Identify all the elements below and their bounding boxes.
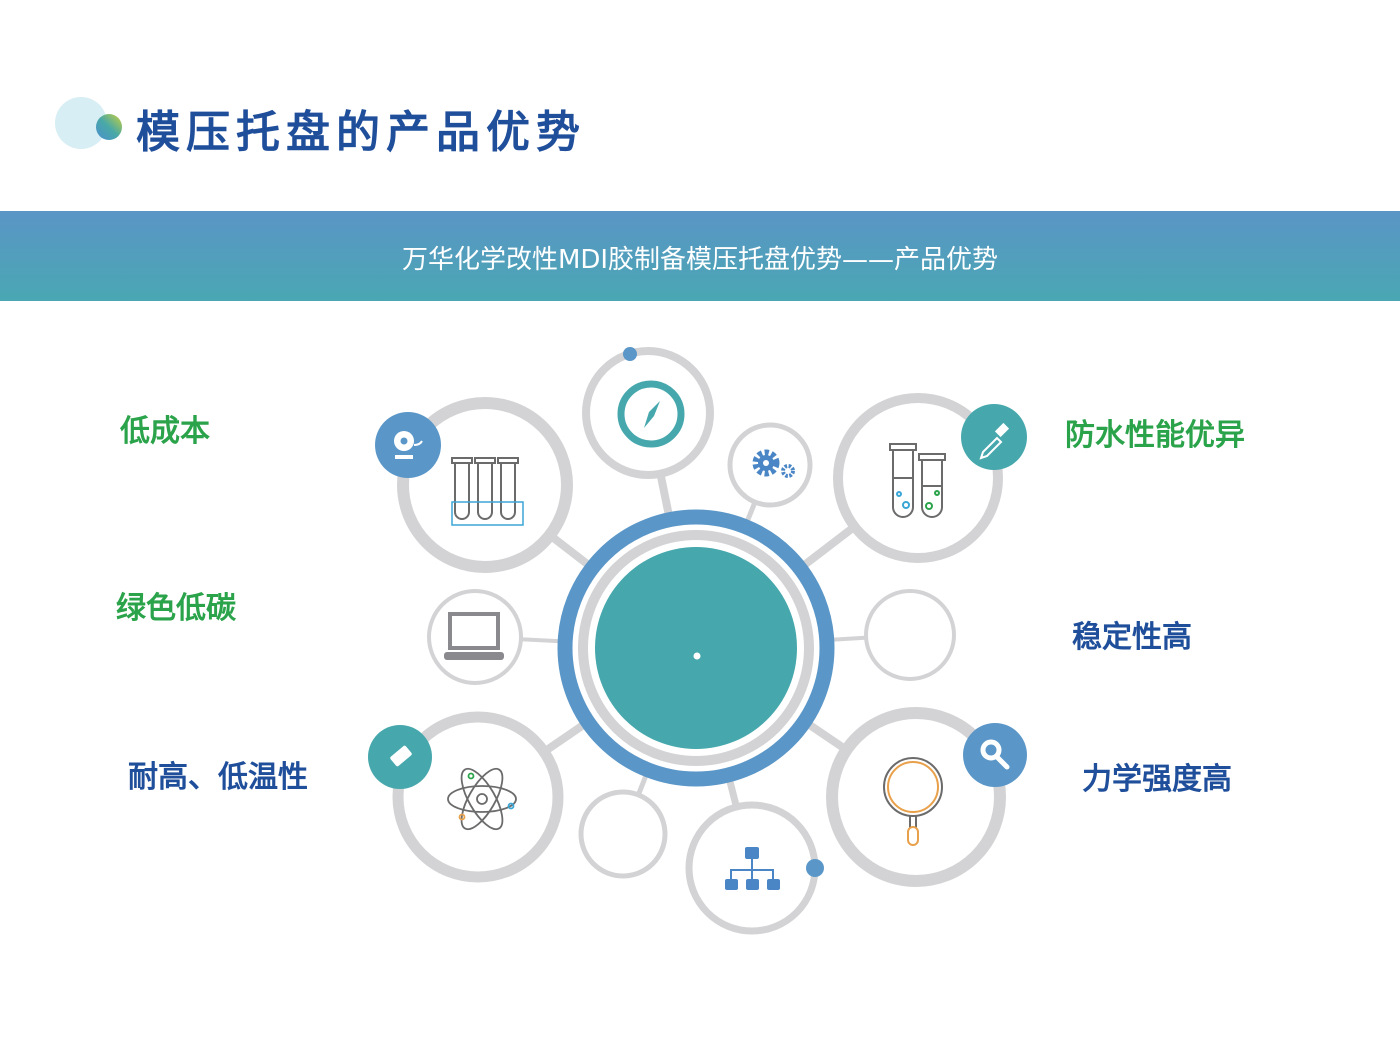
accent-dot [806, 859, 824, 877]
dropper-badge-icon [961, 404, 1027, 470]
test-tubes-icon [889, 443, 946, 518]
node-empty-right [864, 589, 956, 681]
magnifier-icon [883, 757, 943, 846]
subtitle-banner: 万华化学改性MDI胶制备模压托盘优势——产品优势 [0, 211, 1400, 301]
eraser-badge-icon [368, 725, 432, 789]
node-magnifier [826, 707, 1006, 887]
node-test-tubes-rack [397, 397, 573, 573]
title-logo-icon [55, 97, 122, 149]
compass-icon [617, 380, 685, 448]
node-laptop [427, 589, 523, 685]
alarm-bell-badge-icon [375, 412, 441, 478]
laptop-icon [444, 612, 504, 660]
advantage-temperature-resistance: 耐高、低温性 [128, 760, 308, 795]
advantage-low-cost: 低成本 [120, 414, 210, 449]
hub-core [595, 547, 797, 749]
hierarchy-icon [725, 847, 780, 890]
accent-dot [623, 347, 637, 361]
atom-icon [447, 767, 517, 831]
gears-icon [752, 449, 795, 478]
node-empty-bottom [578, 789, 668, 879]
advantage-stability: 稳定性高 [1072, 620, 1192, 655]
search-badge-icon [963, 723, 1027, 787]
node-compass [582, 347, 714, 479]
page-title: 模压托盘的产品优势 [136, 107, 586, 158]
test-tube-rack-icon [451, 457, 524, 526]
advantage-mechanical-strength: 力学强度高 [1082, 762, 1232, 797]
advantage-waterproof: 防水性能优异 [1065, 418, 1245, 453]
banner-text: 万华化学改性MDI胶制备模压托盘优势——产品优势 [401, 245, 999, 275]
advantage-green-low-carbon: 绿色低碳 [116, 591, 236, 626]
node-test-tubes [833, 393, 1003, 563]
